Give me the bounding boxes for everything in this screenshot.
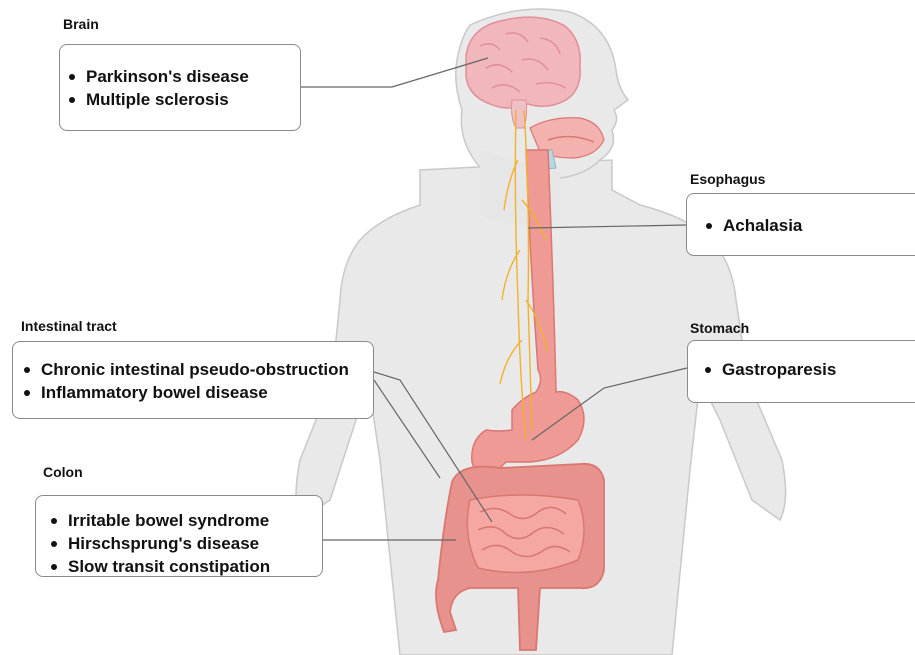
esophagus-title: Esophagus [690, 171, 765, 187]
stomach-title: Stomach [690, 320, 749, 336]
brain-box: Parkinson's disease Multiple sclerosis [59, 44, 301, 131]
intestinal-tract-item: Inflammatory bowel disease [41, 381, 373, 404]
colon-item: Slow transit constipation [68, 555, 322, 578]
colon-item: Hirschsprung's disease [68, 532, 322, 555]
esophagus-box: Achalasia [686, 193, 915, 256]
intestinal-tract-box: Chronic intestinal pseudo-obstruction In… [12, 341, 374, 419]
brain-item: Multiple sclerosis [86, 88, 300, 111]
brain-item: Parkinson's disease [86, 65, 300, 88]
stomach-item: Gastroparesis [722, 358, 915, 381]
colon-item: Irritable bowel syndrome [68, 509, 322, 532]
colon-title: Colon [43, 464, 83, 480]
stomach-box: Gastroparesis [687, 340, 915, 403]
small-intestine [467, 495, 584, 573]
intestinal-tract-title: Intestinal tract [21, 318, 117, 334]
intestinal-tract-item: Chronic intestinal pseudo-obstruction [41, 358, 373, 381]
colon-box: Irritable bowel syndrome Hirschsprung's … [35, 495, 323, 577]
esophagus-item: Achalasia [723, 214, 915, 237]
brain-title: Brain [63, 16, 99, 32]
